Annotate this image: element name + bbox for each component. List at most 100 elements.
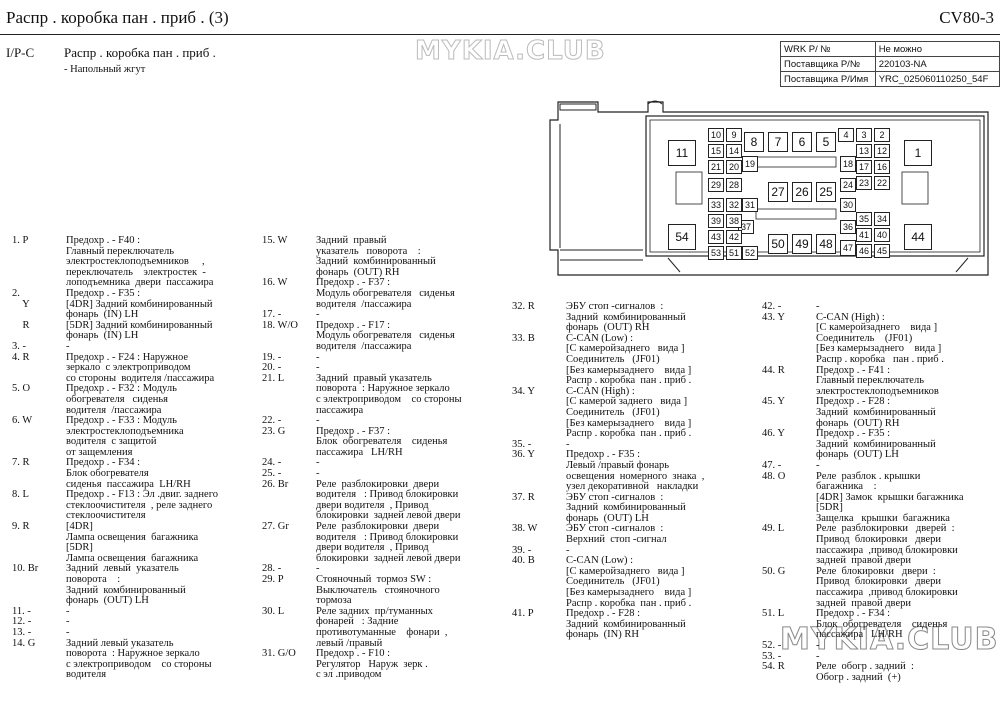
connector-pin-18: 18 [840,156,856,172]
connector-pin-26: 26 [792,182,812,202]
pin-entry: 9. R [4DR] Лампа освещения багажника [5DR… [12,521,257,564]
pin-number: 36. Y [512,449,535,461]
pin-number: 23. G [262,425,286,437]
pin-number: 50. G [762,565,786,577]
connector-pin-46: 46 [856,244,872,258]
connector-pin-53: 53 [708,246,724,260]
info-key: Поставщика Р/Имя [780,71,876,87]
connector-pin-30: 30 [840,198,856,212]
pin-number: 35. - [512,438,532,450]
pin-description: - [816,640,820,651]
connector-pin-23: 23 [856,176,872,190]
pin-description: Реле обогр . задний : Обогр . задний (+) [816,661,914,683]
connector-pin-43: 43 [708,230,724,244]
connector-pin-35: 35 [856,212,872,226]
pin-number: 41. P [512,608,534,620]
pin-number: 32. R [512,301,535,312]
pin-number: 20. - [262,362,282,374]
pin-description: - [566,438,570,450]
pin-entry: 47. -- [762,460,1000,472]
section-title: Распр . коробка пан . приб . [64,45,216,60]
pin-column-3: 32. R ЭБУ стоп -сигналов : Задний комбини… [512,301,757,641]
pin-entry: 19. -- [262,352,507,364]
pin-entry: 52. -- [762,640,1000,652]
connector-pin-37: 37 [738,220,754,234]
pin-number: 3. - [12,340,26,352]
connector-pin-40: 40 [874,228,890,242]
pin-number: 27. Gr [262,521,289,533]
connector-pin-44: 44 [904,224,932,250]
pin-number: 7. R [12,457,30,469]
connector-pin-17: 17 [856,160,872,174]
connector-pin-36: 36 [840,220,856,234]
info-value: Не можно [874,41,1000,57]
pin-number: 45. Y [762,396,785,408]
connector-pin-21: 21 [708,160,724,174]
pin-number: 25. - [262,468,282,480]
pin-entry: 22. -- [262,415,507,427]
connector-pin-10: 10 [708,128,724,142]
pin-description: - [816,650,820,662]
pin-number: 48. O [762,470,786,482]
watermark-bottom: MYKIA.CLUB [779,622,999,658]
connector-pin-16: 16 [874,160,890,174]
connector-pin-3: 3 [856,128,872,142]
pin-description: Предохр . - F35 : [4DR] Задний комбиниро… [66,287,213,342]
pin-description: Задний левый указатель поворота : Задний… [66,563,186,607]
pin-number: 5. O [12,383,31,395]
pin-description: - [566,544,570,556]
pin-description: Реле разблокировки двери водителя : Прив… [316,478,461,522]
connector-pin-54: 54 [668,224,696,250]
pin-entry: 12. -- [12,617,257,628]
pin-description: - [316,457,320,469]
pin-entry: 36. Y Предохр . - F35 : Левый /правый фон… [512,449,757,493]
pin-description: C-CAN (Low) : [С камеройзаднего вида ] С… [566,555,692,609]
pin-description: Задний правый указатель поворота : Наруж… [316,372,462,416]
connector-pin-34: 34 [874,212,890,226]
pin-description: ЭБУ стоп -сигналов : Задний комбинирован… [566,301,686,334]
pin-description: Предохр . - F10 : Регулятор Наруж зерк .… [316,648,428,681]
connector-pin-33: 33 [708,198,724,212]
pin-description: - [316,309,320,321]
pin-description: Реле блокировки двери : Привод блокировк… [816,565,958,609]
pin-description: Предохр . - F37 : Модуль обогревателя си… [316,277,455,310]
info-key: WRK Р/ № [780,41,876,57]
pin-number: 39. - [512,544,532,556]
pin-number: 9. R [12,521,30,533]
connector-pin-45: 45 [874,244,890,258]
pin-description: Реле разблок . крышки багажника : [4DR] … [816,470,964,524]
connector-outline [549,100,989,276]
pin-description: [4DR] Лампа освещения багажника [5DR] Ла… [66,521,199,564]
pin-description: ЭБУ стоп -сигналов : Задний комбинирован… [566,491,686,524]
pin-description: C-CAN (High) : [С камерой заднего вида ]… [566,385,692,440]
pin-description: - [66,626,70,638]
pin-description: Предохр . - F33 : Модуль электростеклопо… [66,415,184,458]
pin-number: 44. R [762,364,785,376]
connector-pin-41: 41 [856,228,872,242]
connector-pin-38: 38 [726,214,742,228]
pin-entry: 11. -- [12,606,257,618]
connector-pin-6: 6 [792,132,812,152]
document-code: CV80-3 [939,8,994,27]
pin-number: 6. W [12,415,33,427]
pin-description: - [66,616,70,628]
connector-pin-27: 27 [768,182,788,202]
pin-description: Предохр . - F35 : Левый /правый фонарь о… [566,449,705,493]
pin-entry: 28. -- [262,564,507,575]
pin-description: Предохр . - F40 : Главный переключатель … [66,235,214,289]
pin-description: Реле задних пр/туманных фонарей : Задние… [316,605,448,649]
pin-entry: 50. G Реле блокировки двери : Привод блок… [762,565,1000,609]
